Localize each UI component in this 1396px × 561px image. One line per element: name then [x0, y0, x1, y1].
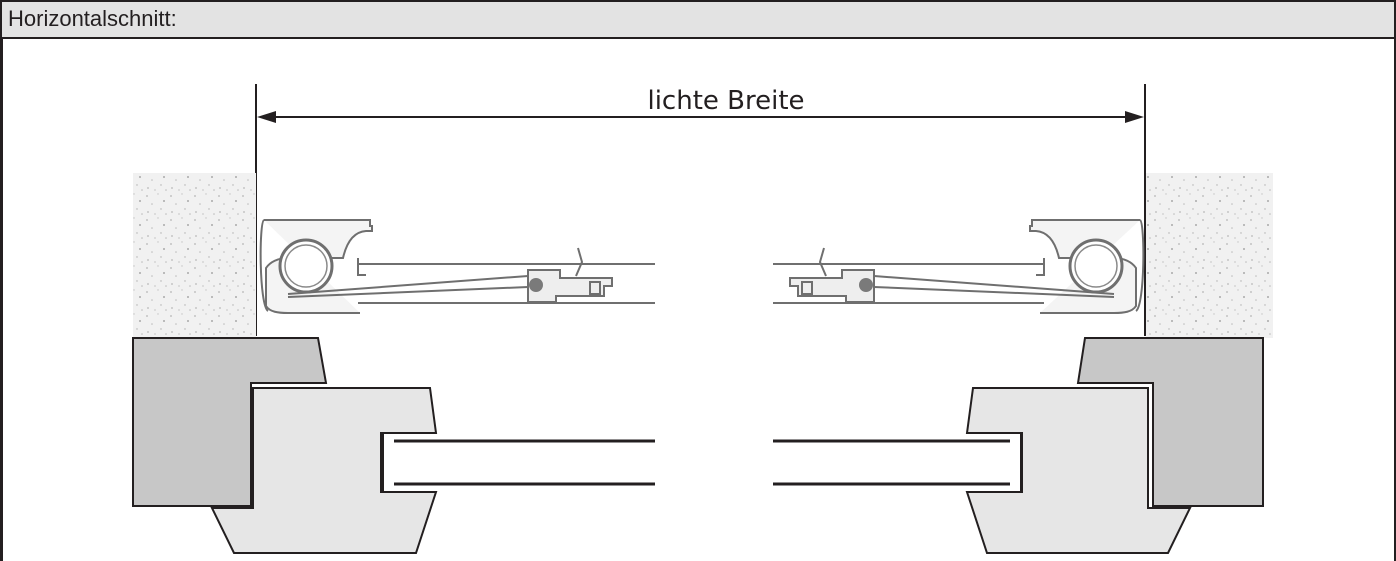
masonry-left	[133, 173, 256, 337]
frame-profile-left	[132, 337, 328, 507]
masonry-right	[1146, 173, 1273, 338]
guide-rail-left	[259, 219, 655, 314]
roller-axle-right	[859, 278, 873, 292]
roller-axle-left	[529, 278, 543, 292]
section-title: Horizontalschnitt:	[8, 6, 177, 31]
sash-profile-right	[965, 387, 1192, 554]
guide-rail-right	[773, 219, 1145, 314]
frame-profile-right	[1076, 337, 1264, 507]
dimension-label: lichte Breite	[647, 86, 804, 116]
glazing-left	[383, 434, 655, 491]
glazing-right	[773, 434, 1021, 491]
section-header: Horizontalschnitt:	[2, 2, 1394, 39]
dimension-arrow-left	[257, 111, 276, 123]
dimension-arrow-right	[1125, 111, 1144, 123]
sash-profile-left	[210, 387, 438, 554]
